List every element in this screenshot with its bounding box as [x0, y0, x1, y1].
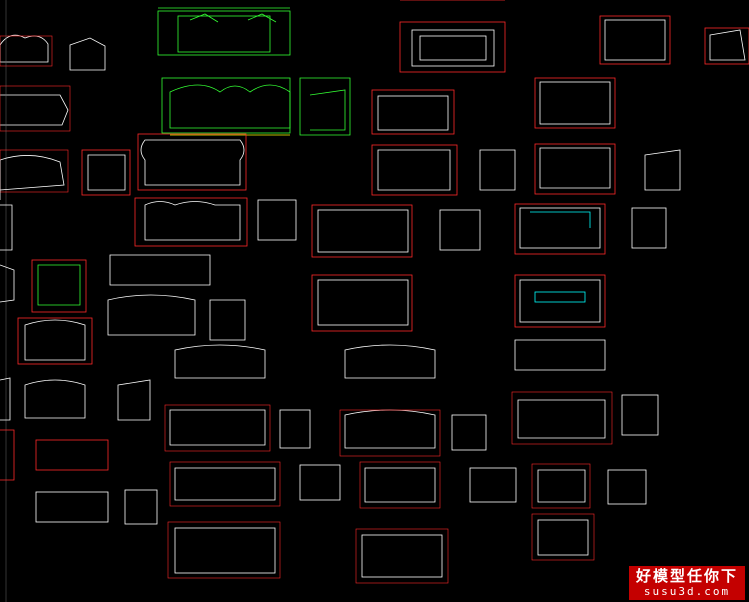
sofa-top-red-frame [399, 0, 506, 73]
watermark-url: susu3d.com [643, 585, 731, 598]
sofa-elev-row4 [134, 197, 667, 258]
sofa-top-green [157, 7, 291, 56]
sofa-elev-row3 [0, 133, 681, 200]
sofa-hatched-row2 [371, 77, 616, 135]
sofa-elev-row6 [17, 294, 606, 379]
sofa-elev-row8 [35, 439, 647, 509]
left-edge-fragments [0, 0, 106, 602]
sofa-elev-row7 [24, 379, 659, 457]
sofa-elev-green-large [161, 77, 351, 136]
sofa-top-hatched-1 [599, 15, 749, 65]
sofa-elev-row5 [31, 254, 606, 332]
sofa-elev-row9 [35, 489, 595, 584]
watermark-chinese-text: 好模型任你下 [635, 567, 738, 585]
watermark-badge: 好模型任你下 susu3d.com [629, 566, 745, 600]
